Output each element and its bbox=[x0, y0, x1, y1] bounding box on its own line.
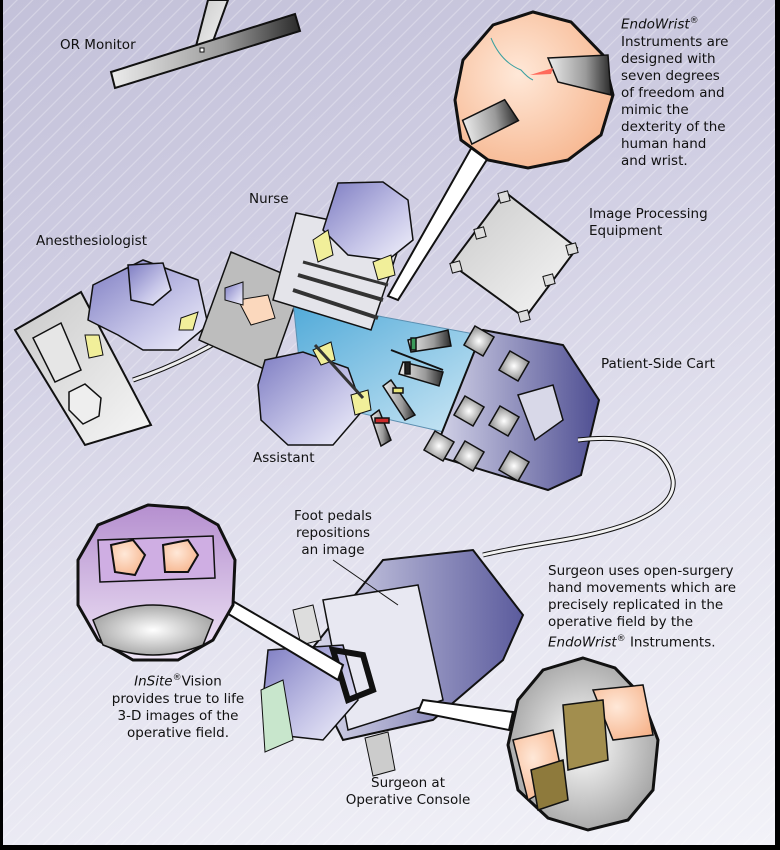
callout-surgeon-movements: Surgeon uses open-surgery hand movements… bbox=[548, 563, 736, 652]
callout-line: and wrist. bbox=[621, 152, 688, 169]
endowrist-magnifier bbox=[386, 10, 615, 302]
callout-endowrist: EndoWrist® Instruments are designed with… bbox=[621, 13, 728, 170]
surgeon-console bbox=[260, 548, 525, 777]
endowrist-brand: EndoWrist bbox=[621, 16, 690, 33]
insite-vision-magnifier bbox=[76, 503, 345, 682]
callout-line: human hand bbox=[621, 135, 707, 152]
label-patient-side-cart: Patient-Side Cart bbox=[601, 356, 715, 372]
callout-line: seven degrees bbox=[621, 67, 720, 84]
callout-line: dexterity of the bbox=[621, 118, 726, 135]
endowrist-brand: EndoWrist bbox=[548, 634, 617, 651]
registered-mark: ® bbox=[616, 634, 626, 644]
label-image-processing-line1: Image Processing bbox=[589, 206, 708, 222]
callout-line: operative field. bbox=[126, 724, 229, 741]
patient-side-cart bbox=[370, 324, 676, 558]
callout-line: provides true to life bbox=[111, 690, 245, 707]
registered-mark: ® bbox=[172, 673, 182, 683]
assistant-figure bbox=[257, 341, 372, 446]
registered-mark: ® bbox=[689, 16, 699, 26]
callout-line: hand movements which are bbox=[548, 580, 737, 596]
label-image-processing: Image Processing Equipment bbox=[589, 206, 708, 240]
hand-controls-magnifier bbox=[416, 656, 660, 832]
callout-line: of freedom and bbox=[621, 84, 725, 101]
callout-line: Instruments are bbox=[621, 33, 729, 50]
callout-line: Surgeon uses open-surgery bbox=[548, 563, 734, 579]
callout-line: operative field by the bbox=[548, 614, 694, 630]
label-foot-pedals: Foot pedals repositions an image bbox=[278, 508, 388, 559]
label-surgeon-console: Surgeon at Operative Console bbox=[333, 775, 483, 809]
callout-suffix: Instruments. bbox=[625, 634, 716, 651]
illustration bbox=[13, 0, 676, 832]
label-nurse: Nurse bbox=[249, 191, 289, 207]
nurse-figure bbox=[272, 181, 414, 331]
callout-line: designed with bbox=[621, 50, 716, 67]
label-or-monitor: OR Monitor bbox=[60, 37, 136, 53]
foot-pedal-pointer bbox=[332, 559, 399, 606]
insite-brand: InSite bbox=[134, 673, 173, 690]
label-surgeon-console-line1: Surgeon at bbox=[371, 775, 445, 791]
label-image-processing-line2: Equipment bbox=[589, 223, 663, 239]
callout-suffix: Vision bbox=[181, 673, 222, 690]
image-processing-equipment bbox=[449, 190, 579, 323]
label-anesthesiologist: Anesthesiologist bbox=[36, 233, 147, 249]
callout-insite: InSite®Vision provides true to life 3-D … bbox=[88, 670, 268, 742]
callout-line: mimic the bbox=[621, 101, 689, 118]
anesthesiologist-figure bbox=[84, 259, 209, 359]
label-surgeon-console-line2: Operative Console bbox=[345, 792, 471, 808]
diagram-canvas: OR Monitor Nurse Anesthesiologist Assist… bbox=[3, 0, 775, 845]
label-foot-pedals-line1: Foot pedals bbox=[294, 508, 372, 524]
callout-line: 3-D images of the bbox=[117, 707, 239, 724]
label-assistant: Assistant bbox=[253, 450, 315, 466]
callout-line: precisely replicated in the bbox=[548, 597, 724, 613]
label-foot-pedals-line2: repositions bbox=[295, 525, 371, 541]
label-foot-pedals-line3: an image bbox=[301, 542, 365, 558]
or-monitor bbox=[109, 0, 302, 90]
